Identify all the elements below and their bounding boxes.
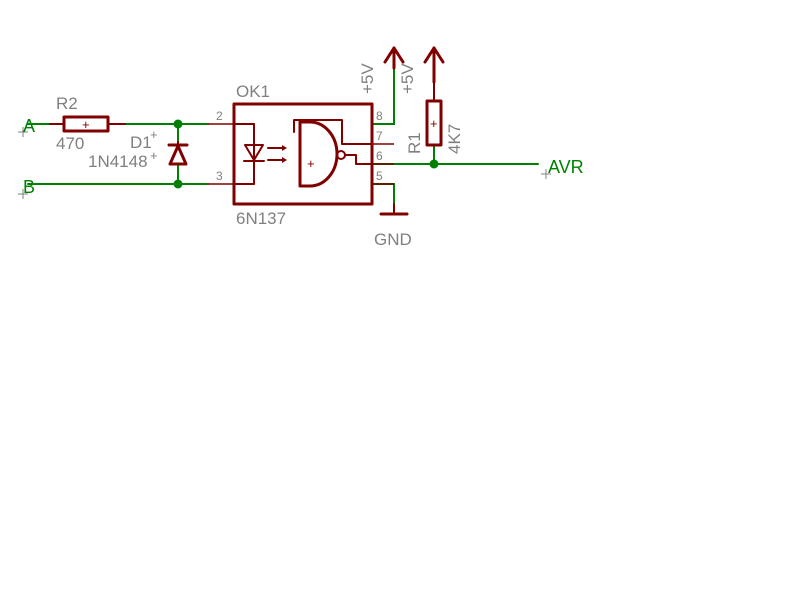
net-avr-text: AVR (548, 157, 584, 177)
ok1-output-internal (344, 154, 373, 165)
ok1-led-triangle (244, 144, 264, 161)
ground-label: GND (374, 230, 412, 249)
supply-vcc-1[interactable]: +5V (358, 46, 405, 94)
ok1-led-arrowhead-2 (282, 157, 287, 163)
ok1-pin-number: 5 (376, 169, 383, 183)
d1-name: D1 (130, 133, 152, 152)
net-a-text: A (23, 116, 35, 136)
d1-triangle (168, 144, 188, 166)
net-label-b[interactable]: B (18, 177, 35, 199)
vcc-1-label: +5V (358, 63, 377, 94)
r2-value: 470 (56, 134, 84, 153)
supply-ground[interactable]: GND (374, 203, 412, 249)
d1-value: 1N4148 (88, 152, 148, 171)
net-b-text: B (23, 177, 35, 197)
ok1-body (232, 102, 374, 206)
d1-value-cross: + (150, 148, 158, 163)
ok1-pin-number: 3 (216, 169, 223, 183)
wire-pin5-to-gnd (371, 183, 395, 215)
r1-body (425, 99, 443, 147)
d1-name-cross: + (150, 127, 158, 142)
wire-pin8-to-vcc (371, 55, 395, 125)
r1-name: R1 (405, 132, 424, 154)
r1-origin-cross: + (430, 116, 438, 131)
ok1-name: OK1 (236, 82, 270, 101)
ok1-led-arrowhead-1 (282, 145, 287, 151)
resistor-r1[interactable]: + R1 4K7 (405, 81, 464, 154)
r1-value: 4K7 (445, 124, 464, 154)
r2-name: R2 (56, 94, 78, 113)
net-label-a[interactable]: A (18, 116, 35, 137)
net-label-avr[interactable]: AVR (541, 157, 584, 179)
junction-dot-b (173, 179, 183, 189)
resistor-r2[interactable]: + R2 470 (49, 94, 126, 153)
optocoupler-ok1[interactable]: + 2 3 8 7 6 5 OK1 6N137 (208, 82, 394, 228)
ok1-gate-origin-cross: + (307, 156, 315, 171)
ok1-pin-number: 7 (376, 129, 383, 143)
ok1-pin-number: 6 (376, 149, 383, 163)
vcc-2-label: +5V (398, 63, 417, 94)
ok1-nand-gate (298, 120, 339, 188)
ok1-value: 6N137 (236, 209, 286, 228)
r2-origin-cross: + (82, 117, 90, 132)
ok1-pin-number: 2 (216, 109, 223, 123)
supply-vcc-2[interactable]: +5V (398, 46, 445, 94)
junction-dot-avr (429, 159, 439, 169)
ok1-pin-number: 8 (376, 109, 383, 123)
junction-dot-a (173, 119, 183, 129)
diode-d1[interactable]: D1 + 1N4148 + (88, 127, 189, 171)
